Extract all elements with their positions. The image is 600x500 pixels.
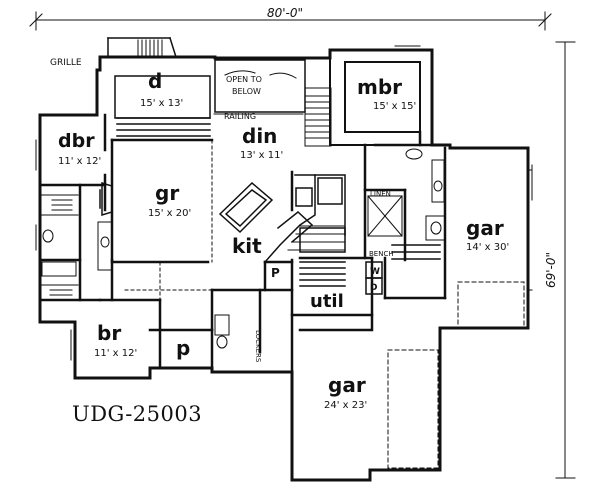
room-gar1-name: gar — [466, 216, 504, 240]
open-to-below-note-1: OPEN TO — [226, 75, 262, 84]
lockers-note: LOCKERS — [254, 330, 262, 363]
room-dbr-size: 11' x 12' — [58, 156, 101, 167]
mbr-walls — [329, 49, 421, 146]
grille-note: GRILLE — [50, 58, 82, 68]
room-gr-size: 15' x 20' — [148, 208, 191, 219]
depth-dimension-line — [555, 41, 576, 479]
open-to-below-area — [213, 59, 306, 115]
main-stair — [304, 87, 332, 147]
washer-label: W — [370, 267, 380, 277]
garage-2 — [387, 349, 439, 469]
kitchen-island — [218, 181, 274, 234]
powder-fixtures — [214, 314, 230, 349]
room-kit-name: kit — [232, 234, 262, 258]
fireplace — [99, 181, 113, 217]
windows — [35, 45, 533, 361]
dryer-label: D — [370, 283, 377, 293]
room-br-size: 11' x 12' — [94, 348, 137, 359]
garage-1 — [457, 169, 533, 329]
width-dimension-line — [29, 11, 552, 31]
room-p-name: p — [176, 336, 190, 360]
room-gar1-size: 14' x 30' — [466, 242, 509, 253]
room-gr-name: gr — [155, 181, 179, 205]
room-pantry-name: P — [271, 266, 280, 280]
dashed-openings — [124, 139, 213, 301]
exterior-walls — [38, 48, 530, 482]
left-bath-fixtures — [41, 194, 113, 296]
open-to-below-note-2: BELOW — [232, 87, 261, 96]
laundry-area — [299, 244, 441, 295]
bench-note: BENCH — [369, 250, 394, 258]
kitchen-counters — [263, 174, 346, 264]
room-br-name: br — [97, 321, 121, 345]
rear-deck — [107, 37, 211, 137]
room-dbr-name: dbr — [58, 130, 95, 152]
room-d-name: d — [148, 69, 162, 93]
room-gar2-size: 24' x 23' — [324, 400, 367, 411]
room-mbr-name: mbr — [357, 75, 402, 99]
room-mbr-size: 15' x 15' — [373, 101, 416, 112]
room-din-size: 13' x 11' — [240, 150, 283, 161]
master-bath-fixtures — [367, 148, 446, 241]
overall-width-label: 80'-0" — [267, 6, 303, 20]
railing-note: RAILING — [224, 112, 256, 121]
linen-note: LINEN — [370, 190, 391, 198]
room-gar2-name: gar — [328, 373, 366, 397]
deck-stair — [137, 39, 163, 57]
kitchen-stair — [287, 225, 346, 251]
room-d-size: 15' x 13' — [140, 98, 183, 109]
plan-code: UDG-25003 — [72, 402, 203, 426]
room-util-name: util — [310, 291, 344, 312]
room-din-name: din — [242, 124, 277, 148]
overall-depth-label: 69'-0" — [544, 252, 558, 288]
